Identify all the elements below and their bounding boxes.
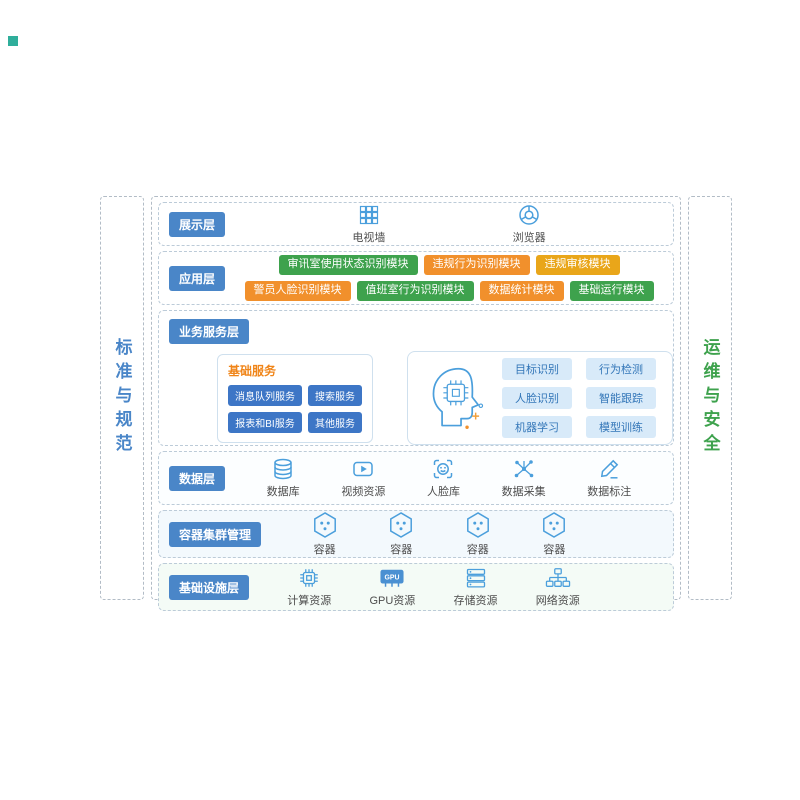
- data-annotate-label: 数据标注: [587, 486, 632, 498]
- presentation-items: 电视墙 浏览器: [225, 203, 673, 245]
- layer-infrastructure: 基础设施层 计算资源: [158, 563, 674, 611]
- layer-business-services: 业务服务层 基础服务 消息队列服务 搜索服务 报表和BI服务 其他服务: [158, 310, 674, 446]
- container-item: 容器: [465, 511, 491, 557]
- infrastructure-items: 计算资源 GPU GPU资源: [249, 566, 673, 608]
- tv-wall-item: 电视墙: [352, 203, 385, 245]
- app-module-chip: 违规审核模块: [535, 255, 620, 275]
- container-item: 容器: [388, 511, 414, 557]
- tv-wall-icon: [357, 203, 381, 227]
- storage-icon: [464, 566, 488, 590]
- network-resource-item: 网络资源: [536, 566, 580, 608]
- storage-resource-item: 存储资源: [454, 566, 498, 608]
- application-modules: 审讯室使用状态识别模块 违规行为识别模块 违规审核模块 警员人脸识别模块 值班室…: [225, 255, 673, 301]
- app-module-chip: 违规行为识别模块: [423, 255, 530, 275]
- page-marker: [8, 36, 18, 46]
- compute-resource-item: 计算资源: [287, 566, 331, 608]
- compute-resource-label: 计算资源: [287, 595, 332, 607]
- standards-label: 标准与规范: [112, 338, 132, 458]
- cpu-icon: [297, 566, 321, 590]
- browser-item: 浏览器: [513, 203, 546, 245]
- video-icon: [351, 457, 375, 481]
- service-chip: 其他服务: [308, 411, 362, 433]
- data-collect-label: 数据采集: [501, 486, 546, 498]
- gpu-icon-text: GPU: [385, 574, 400, 581]
- database-icon: [271, 457, 295, 481]
- data-items: 数据库 视频资源: [225, 457, 673, 499]
- container-label: 容器: [543, 544, 566, 556]
- ai-head-icon: [424, 364, 486, 432]
- gpu-icon: GPU: [377, 566, 407, 590]
- app-module-chip: 警员人脸识别模块: [244, 281, 351, 301]
- data-collect-icon: [512, 457, 536, 481]
- ai-capability-chip: 机器学习: [502, 416, 572, 438]
- storage-resource-label: 存储资源: [453, 595, 498, 607]
- layer-application: 应用层 审讯室使用状态识别模块 违规行为识别模块 违规审核模块 警员人脸识别模块…: [158, 251, 674, 305]
- container-hexagon-icon: [388, 511, 414, 539]
- container-hexagon-icon: [312, 511, 338, 539]
- container-item: 容器: [312, 511, 338, 557]
- presentation-layer-label: 展示层: [169, 211, 226, 237]
- tv-wall-label: 电视墙: [352, 232, 386, 244]
- app-module-chip: 值班室行为识别模块: [356, 281, 474, 301]
- sidebar-operations: 运维与安全: [688, 196, 732, 600]
- container-hexagon-icon: [465, 511, 491, 539]
- ai-capability-chip: 智能跟踪: [586, 387, 656, 409]
- browser-label: 浏览器: [512, 232, 546, 244]
- network-icon: [544, 566, 572, 590]
- ai-capability-chip: 人脸识别: [502, 387, 572, 409]
- diagram-frame: 标准与规范 展示层: [100, 196, 732, 611]
- business-content: 基础服务 消息队列服务 搜索服务 报表和BI服务 其他服务: [217, 351, 673, 445]
- data-collect-item: 数据采集: [502, 457, 546, 499]
- sidebar-standards: 标准与规范: [100, 196, 144, 600]
- face-library-item: 人脸库: [427, 457, 460, 499]
- app-module-chip: 审讯室使用状态识别模块: [278, 255, 418, 275]
- gpu-resource-item: GPU GPU资源: [369, 566, 415, 608]
- service-chip: 报表和BI服务: [228, 411, 302, 433]
- application-row-2: 警员人脸识别模块 值班室行为识别模块 数据统计模块 基础运行模块: [244, 281, 654, 301]
- browser-icon: [517, 203, 541, 227]
- face-library-label: 人脸库: [426, 486, 460, 498]
- container-hexagon-icon: [541, 511, 567, 539]
- video-label: 视频资源: [341, 486, 386, 498]
- basic-services-grid: 消息队列服务 搜索服务 报表和BI服务 其他服务: [228, 384, 362, 433]
- infrastructure-layer-label: 基础设施层: [169, 574, 250, 600]
- face-library-icon: [431, 457, 455, 481]
- ai-capabilities-panel: 目标识别 行为检测 人脸识别 智能跟踪 机器学习 模型训练: [407, 351, 673, 445]
- container-label: 容器: [466, 544, 489, 556]
- service-chip: 搜索服务: [308, 384, 362, 406]
- gpu-resource-label: GPU资源: [369, 595, 416, 607]
- data-layer-label: 数据层: [169, 465, 226, 491]
- container-label: 容器: [313, 544, 336, 556]
- data-annotate-item: 数据标注: [587, 457, 631, 499]
- layer-presentation: 展示层 电视墙: [158, 202, 674, 246]
- basic-services-panel: 基础服务 消息队列服务 搜索服务 报表和BI服务 其他服务: [217, 353, 373, 443]
- service-chip: 消息队列服务: [228, 384, 302, 406]
- video-resource-item: 视频资源: [341, 457, 385, 499]
- ai-capability-chip: 目标识别: [502, 358, 572, 380]
- layer-container-cluster: 容器集群管理 容器: [158, 510, 674, 558]
- container-layer-label: 容器集群管理: [169, 521, 262, 547]
- business-layer-label: 业务服务层: [169, 319, 250, 344]
- database-item: 数据库: [267, 457, 300, 499]
- container-items: 容器 容器: [261, 511, 673, 557]
- container-label: 容器: [390, 544, 413, 556]
- network-resource-label: 网络资源: [535, 595, 580, 607]
- application-layer-label: 应用层: [169, 265, 226, 291]
- operations-label: 运维与安全: [700, 338, 720, 458]
- data-annotate-icon: [597, 457, 621, 481]
- layers-panel: 展示层 电视墙: [151, 196, 681, 611]
- layer-data: 数据层: [158, 451, 674, 505]
- ai-capabilities-grid: 目标识别 行为检测 人脸识别 智能跟踪 机器学习 模型训练: [502, 358, 656, 438]
- app-module-chip: 数据统计模块: [479, 281, 564, 301]
- container-item: 容器: [541, 511, 567, 557]
- database-label: 数据库: [266, 486, 300, 498]
- basic-services-title: 基础服务: [228, 363, 277, 378]
- app-module-chip: 基础运行模块: [569, 281, 654, 301]
- ai-capability-chip: 行为检测: [586, 358, 656, 380]
- ai-capability-chip: 模型训练: [586, 416, 656, 438]
- application-row-1: 审讯室使用状态识别模块 违规行为识别模块 违规审核模块: [278, 255, 620, 275]
